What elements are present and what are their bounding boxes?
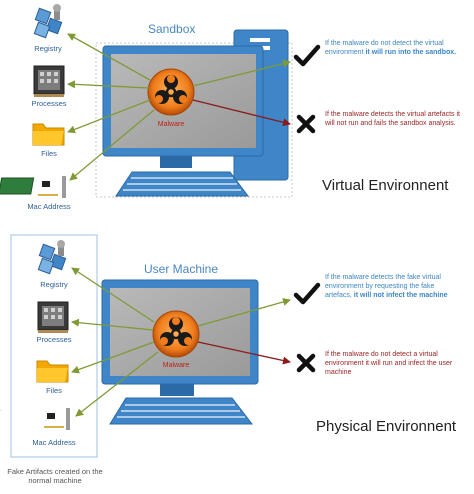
fail-arrow — [192, 99, 291, 127]
virtual-environment-title: Virtual Environnent — [322, 177, 449, 194]
files-folder-icon — [32, 123, 65, 146]
fake-artifacts-caption: Fake Artifacts created on the normal mac… — [7, 467, 103, 486]
probe-arrows — [71, 267, 159, 417]
malware-label: Malware — [162, 362, 190, 369]
checkmark-icon — [293, 44, 321, 67]
fail-outcome-text: If the malware detects the virtual artef… — [325, 111, 461, 127]
network-card-icon — [0, 408, 70, 430]
top-section — [0, 4, 321, 198]
pass-outcome-text: If the malware do not detect the virtual… — [325, 40, 457, 56]
processes-icon — [33, 65, 65, 97]
processes-label: Processes — [31, 99, 67, 108]
biohazard-icon — [152, 310, 200, 358]
sandbox-title: Sandbox — [148, 22, 196, 36]
pass-arrow — [197, 298, 291, 327]
checkmark-icon — [293, 282, 321, 305]
biohazard-icon — [147, 68, 195, 116]
registry-label: Registry — [40, 280, 68, 289]
keyboard — [115, 171, 249, 197]
cross-icon — [296, 114, 316, 134]
registry-icon — [37, 240, 67, 275]
fail-arrow — [197, 341, 291, 365]
processes-label: Processes — [36, 335, 72, 344]
files-label: Files — [46, 386, 62, 395]
user-machine-title: User Machine — [144, 262, 219, 276]
sandbox-boundary — [95, 42, 293, 198]
mac-address-label: Mac Address — [32, 438, 76, 447]
fake-artifacts-boundary — [10, 234, 98, 458]
keyboard — [109, 397, 254, 425]
malware-label: Malware — [157, 121, 185, 128]
registry-label: Registry — [34, 44, 62, 53]
files-label: Files — [41, 149, 57, 158]
mac-address-label: Mac Address — [27, 202, 71, 211]
processes-icon — [37, 301, 69, 333]
files-folder-icon — [36, 360, 69, 383]
physical-environment-title: Physical Environnent — [316, 418, 457, 435]
monitor — [102, 45, 264, 168]
network-card-icon — [0, 176, 66, 198]
bottom-section — [0, 234, 321, 458]
pass-arrow — [192, 59, 291, 87]
probe-arrows — [67, 33, 155, 181]
pass-outcome-text: If the malware detects the fake virtual … — [325, 274, 448, 299]
fail-outcome-text: If the malware do not detect a virtual e… — [325, 351, 453, 376]
registry-icon — [33, 4, 63, 39]
cross-icon — [296, 353, 316, 373]
